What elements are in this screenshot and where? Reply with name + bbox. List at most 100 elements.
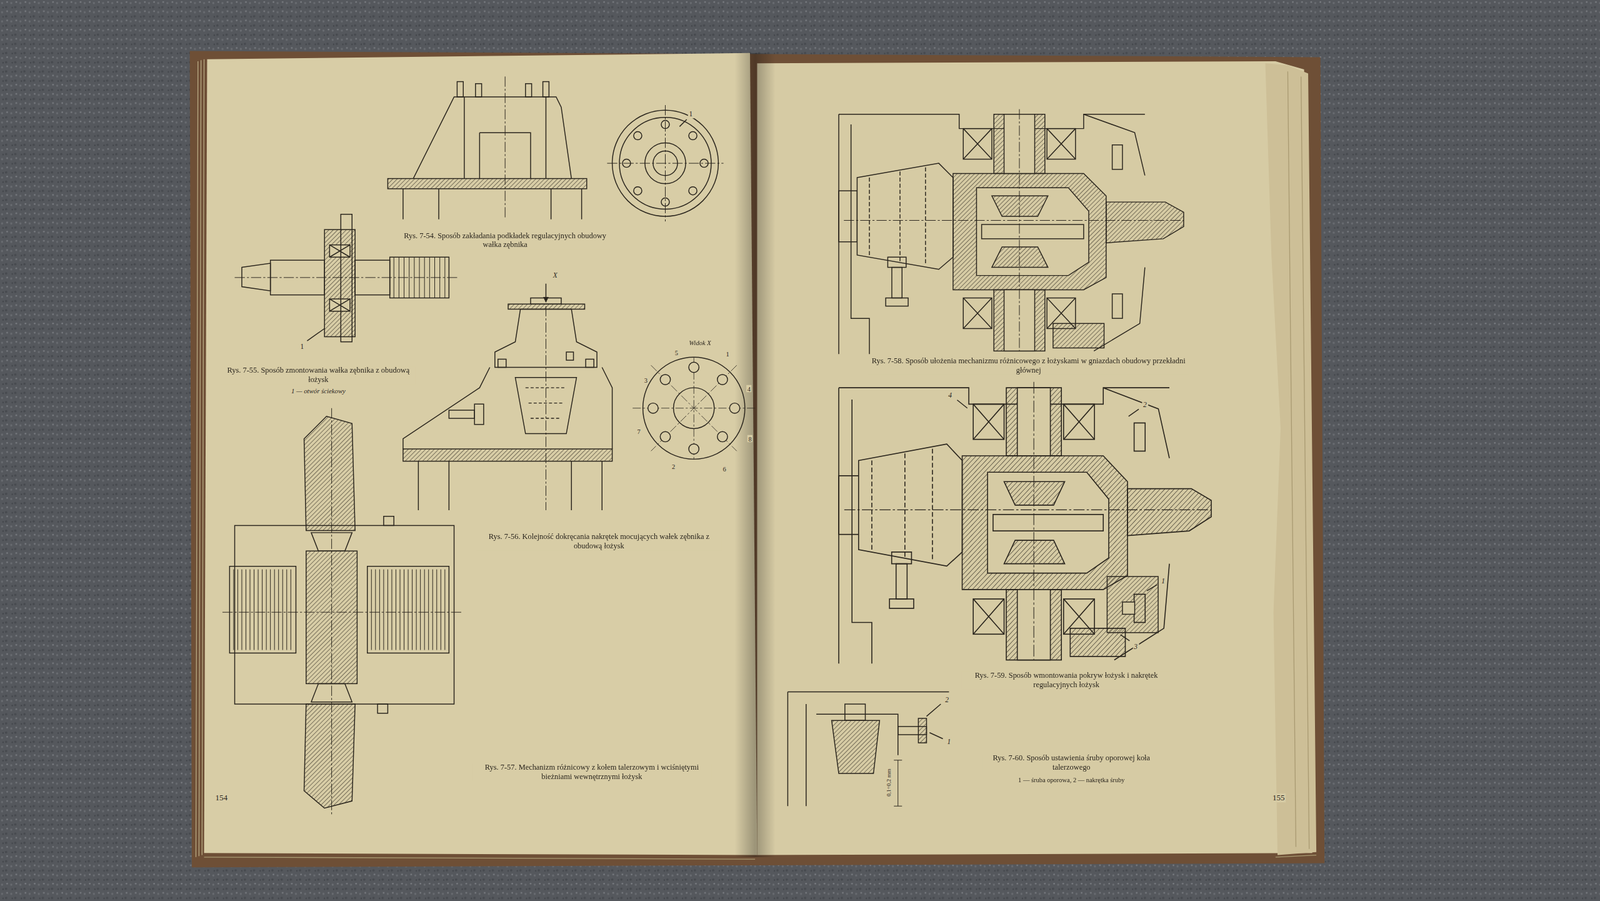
figure-caption: Rys. 7-59. Sposób wmontowania pokryw łoż…	[961, 671, 1172, 689]
figure-caption-holder: Rys. 7-55. Sposób zmontowania wałka zębn…	[221, 366, 415, 384]
left-hub	[229, 566, 296, 654]
nut	[377, 703, 388, 714]
fig-7-59	[838, 381, 1212, 664]
fig-7-54	[387, 76, 724, 222]
callout-number-holder: 4	[746, 385, 752, 393]
figure-caption-holder: Rys. 7-58. Sposób ułożenia mechanizmu ró…	[868, 357, 1190, 375]
lock-bolt	[1122, 601, 1135, 615]
leader-line	[926, 703, 943, 739]
nut	[566, 351, 574, 360]
screw-nut	[918, 718, 927, 743]
callout-number-holder: 1	[688, 110, 694, 119]
figure-caption: Rys. 7-56. Kolejność dokręcania nakrętek…	[476, 532, 722, 550]
callout-number: 2	[1141, 400, 1148, 409]
nut	[498, 358, 507, 367]
view-label: X	[551, 271, 559, 280]
nut	[660, 431, 670, 442]
gutter	[735, 53, 776, 857]
nut	[383, 516, 394, 526]
figure-caption: Rys. 7-54. Sposób zakładania podkładek r…	[400, 231, 610, 250]
center-line	[632, 356, 755, 459]
view-arrow	[545, 283, 547, 302]
stud	[525, 83, 532, 97]
book-cover	[190, 51, 1325, 868]
callout-number-holder: 3	[643, 376, 649, 385]
dimension-line	[893, 760, 902, 806]
callout-number-holder: 1	[946, 737, 952, 746]
callout-number-holder: 8	[747, 435, 753, 443]
callout-number: 1	[1160, 577, 1167, 586]
leader-line	[679, 119, 687, 127]
nut	[688, 361, 699, 372]
callout-number: 4	[947, 391, 954, 400]
splines	[371, 569, 445, 650]
leader-line	[956, 400, 1157, 641]
page-number: 154	[214, 793, 229, 803]
dimension-label-holder: 0,1÷0,2 mm	[885, 767, 892, 798]
callout-number-holder: 4	[947, 391, 954, 400]
ring-gear	[831, 720, 880, 774]
callout-number: 1	[688, 110, 694, 119]
callout-number-holder: 7	[636, 427, 642, 435]
nut	[729, 403, 740, 414]
legend-note: 1 — otwór ściekowy	[290, 386, 347, 395]
stud	[456, 81, 464, 97]
nut	[688, 443, 699, 454]
center-line	[505, 76, 506, 219]
callout-number-holder: 6	[721, 465, 727, 474]
hub	[845, 703, 866, 720]
page-number-holder: 155	[1271, 793, 1286, 803]
bearing-cap	[1106, 576, 1159, 633]
view-label: Widok X	[688, 338, 712, 347]
center-line	[235, 276, 458, 278]
stud	[475, 83, 482, 97]
page-edges	[195, 59, 204, 857]
worn-page-edge	[1265, 63, 1317, 855]
nut	[474, 403, 484, 425]
callout-number-holder: 2	[670, 462, 676, 470]
nut-ring	[648, 361, 740, 454]
callout-number: 1	[725, 350, 730, 358]
fig-7-60	[787, 691, 949, 806]
nut	[717, 374, 728, 385]
callout-number-holder: 1	[299, 342, 305, 351]
figure-caption-holder: Rys. 7-59. Sposób wmontowania pokryw łoż…	[961, 671, 1172, 689]
nut	[648, 403, 659, 414]
housing-flange	[340, 214, 352, 342]
shaft-taper	[241, 263, 271, 291]
view-label-holder: Widok X	[688, 338, 712, 347]
left-page	[204, 53, 758, 855]
callout-number-holder: 3	[1133, 642, 1139, 651]
figure-caption-holder: Rys. 7-60. Sposób ustawienia śruby oporo…	[981, 753, 1161, 772]
bolt-hole	[688, 186, 697, 195]
bolt-hole	[688, 131, 697, 140]
figure-caption: Rys. 7-58. Sposób ułożenia mechanizmu ró…	[868, 357, 1190, 375]
main-housing	[403, 366, 613, 449]
right-hub	[367, 566, 450, 654]
page-number-holder: 154	[214, 793, 229, 803]
callout-number: 3	[1133, 642, 1139, 651]
callout-number-holder: 2	[944, 695, 950, 704]
center-line	[606, 105, 724, 222]
callout-number-holder: 1	[1160, 577, 1167, 586]
callout-number-holder: 2	[1141, 400, 1148, 409]
legs	[403, 188, 582, 220]
legend-note-holder: 1 — śruba oporowa, 2 — nakrętka śruby	[1016, 775, 1126, 784]
callout-number: 2	[670, 462, 676, 470]
view-label-holder: X	[551, 271, 559, 280]
callout-number: 4	[746, 385, 752, 393]
bolt-hole	[633, 131, 642, 140]
ring-gear	[304, 416, 356, 531]
housing-base	[387, 178, 587, 189]
callout-number: 3	[643, 376, 649, 385]
callout-number-holder: 1	[725, 350, 730, 358]
splines	[233, 569, 291, 650]
figure-caption: Rys. 7-55. Sposób zmontowania wałka zębn…	[221, 366, 415, 384]
housing-body	[413, 96, 572, 179]
callout-number: 8	[747, 435, 753, 443]
leader-line	[306, 328, 325, 341]
dimension-label: 0,1÷0,2 mm	[885, 767, 892, 798]
